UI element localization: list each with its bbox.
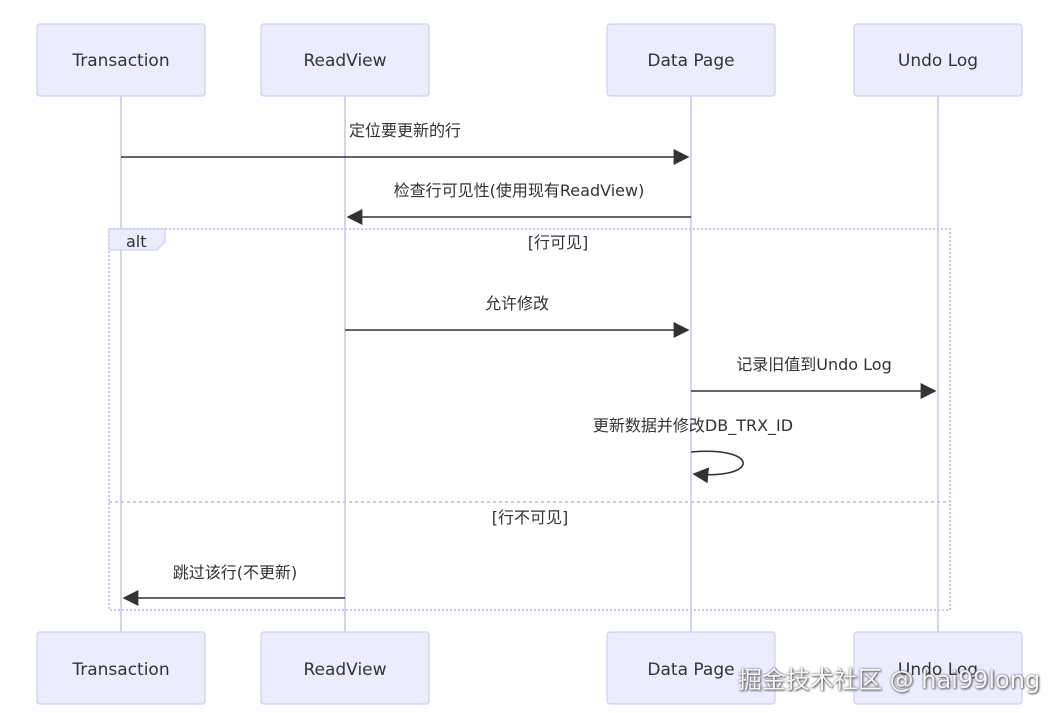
message-label: 检查行可见性(使用现有ReadView) xyxy=(394,181,645,200)
alt-frame xyxy=(108,228,951,611)
actor-label: Data Page xyxy=(647,660,734,680)
message-label: 定位要更新的行 xyxy=(349,121,461,140)
message-label: 跳过该行(不更新) xyxy=(173,563,298,582)
message-3: 允许修改 xyxy=(345,294,690,338)
actor-label: Transaction xyxy=(71,660,169,680)
actor-top-data-page: Data Page xyxy=(606,23,776,97)
actor-label: ReadView xyxy=(303,660,386,680)
actor-label: ReadView xyxy=(303,51,386,71)
alt-condition-visible: [行可见] xyxy=(528,233,589,252)
message-5-self: 更新数据并修改DB_TRX_ID xyxy=(593,416,793,484)
message-label: 更新数据并修改DB_TRX_ID xyxy=(593,416,793,436)
alt-block: alt [行可见] [行不可见] xyxy=(108,228,951,611)
message-4: 记录旧值到Undo Log xyxy=(691,355,937,399)
alt-keyword: alt xyxy=(126,232,147,251)
actor-top-readview: ReadView xyxy=(260,23,430,97)
actor-label: Undo Log xyxy=(898,660,978,680)
watermark: 掘金技术社区 @ hai99long xyxy=(738,666,1041,694)
message-2: 检查行可见性(使用现有ReadView) xyxy=(346,181,691,225)
actor-bottom-data-page: Data Page xyxy=(606,631,776,705)
message-1: 定位要更新的行 xyxy=(121,121,690,165)
actor-top-transaction: Transaction xyxy=(36,23,206,97)
message-6: 跳过该行(不更新) xyxy=(122,563,345,606)
message-label: 允许修改 xyxy=(485,294,549,313)
message-label: 记录旧值到Undo Log xyxy=(736,355,891,374)
actor-top-undo-log: Undo Log xyxy=(853,23,1023,97)
self-loop-arrow xyxy=(690,450,744,484)
actor-label: Undo Log xyxy=(898,51,978,71)
actor-label: Data Page xyxy=(647,51,734,71)
actor-bottom-readview: ReadView xyxy=(260,631,430,705)
actor-bottom-transaction: Transaction xyxy=(36,631,206,705)
alt-keyword-box xyxy=(108,228,166,251)
alt-condition-not-visible: [行不可见] xyxy=(492,508,569,527)
actor-bottom-undo-log: Undo Log xyxy=(853,631,1023,705)
actor-label: Transaction xyxy=(71,51,169,71)
